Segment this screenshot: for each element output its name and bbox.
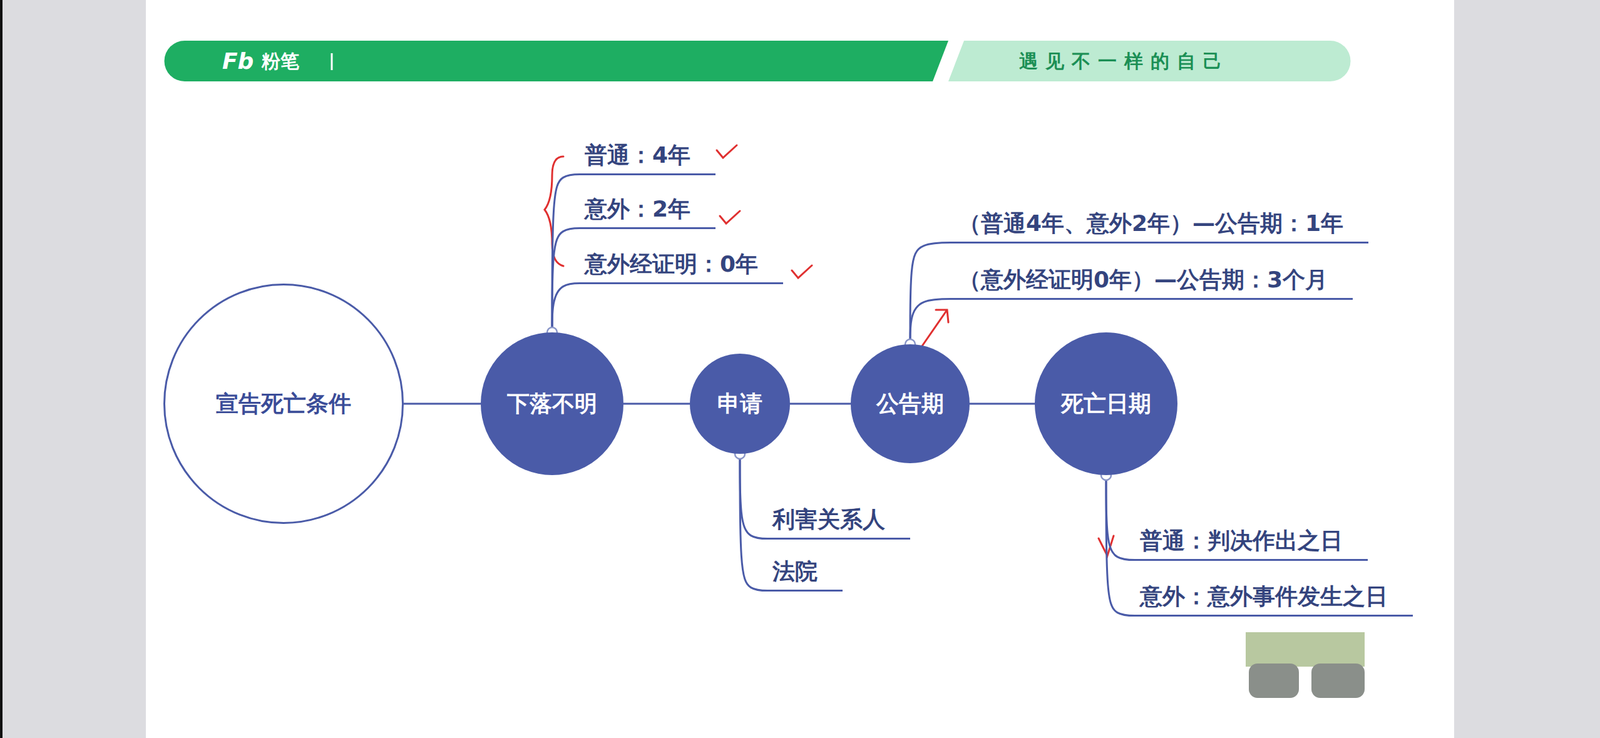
node-text: 利害关系人 xyxy=(772,506,886,533)
hand-arrow xyxy=(1098,535,1114,556)
branch-leaf: 法院 xyxy=(771,557,843,592)
node-text: 法院 xyxy=(772,558,818,585)
branch-line xyxy=(552,174,584,333)
branch-circle: 公告期 xyxy=(850,344,970,464)
figure-shoe xyxy=(1311,663,1365,698)
figure-shoe xyxy=(1248,663,1299,698)
branch-leaf: 意外：2年 xyxy=(583,195,716,230)
branch-circle: 死亡日期 xyxy=(1034,332,1178,476)
header-bar xyxy=(164,40,949,82)
node-text: 下落不明 xyxy=(507,389,598,417)
node-text: （普通4年、意外2年）—公告期：1年 xyxy=(958,210,1344,236)
trunk-line xyxy=(789,403,851,406)
branch-leaf: （普通4年、意外2年）—公告期：1年 xyxy=(957,209,1369,244)
node-text: 死亡日期 xyxy=(1061,389,1152,417)
branch-line xyxy=(739,453,772,591)
node-text: （意外经证明0年）—公告期：3个月 xyxy=(958,266,1328,293)
slogan-text: 遇见不一样的自己 xyxy=(1019,50,1230,73)
header-band xyxy=(948,40,1351,82)
branch-leaf: 利害关系人 xyxy=(771,505,911,540)
handwritten-marks xyxy=(544,145,1114,556)
node-text: 宣告死亡条件 xyxy=(215,389,352,417)
header-divider xyxy=(331,53,334,71)
cartoon-figure xyxy=(1245,632,1365,698)
branch-leaf: （意外经证明0年）—公告期：3个月 xyxy=(957,266,1353,300)
branch-line xyxy=(552,283,584,333)
node-text: 公告期 xyxy=(876,389,944,417)
node-text: 普通：4年 xyxy=(584,142,691,168)
branch-line xyxy=(910,299,958,345)
branch-line xyxy=(1106,475,1139,561)
branch-leaf: 意外：意外事件发生之日 xyxy=(1138,582,1413,617)
node-text: 意外：2年 xyxy=(584,195,691,222)
trunk-line xyxy=(403,403,481,406)
check-mark xyxy=(719,210,740,224)
check-mark xyxy=(716,145,737,158)
branch-leaf: 普通：4年 xyxy=(583,141,716,176)
window-edge xyxy=(0,0,3,738)
branch-circle: 下落不明 xyxy=(480,332,624,476)
figure-legs xyxy=(1245,632,1365,667)
branch-line xyxy=(1106,475,1139,616)
hand-arrow xyxy=(918,309,949,351)
hand-brace xyxy=(544,156,564,267)
branch-line xyxy=(910,242,958,345)
node-text: 普通：判决作出之日 xyxy=(1139,527,1343,554)
node-text: 申请 xyxy=(717,389,763,417)
node-text: 意外经证明：0年 xyxy=(584,251,759,277)
logo-text: 粉笔 xyxy=(261,50,300,73)
check-mark xyxy=(791,265,812,278)
trunk-line xyxy=(623,403,690,406)
branch-leaf: 普通：判决作出之日 xyxy=(1138,527,1368,561)
branch-circle: 申请 xyxy=(689,353,790,454)
node-text: 意外：意外事件发生之日 xyxy=(1139,583,1388,610)
trunk-line xyxy=(969,403,1035,406)
topic-circle: 宣告死亡条件 xyxy=(163,283,404,524)
branch-leaf: 意外经证明：0年 xyxy=(583,250,784,285)
branch-line xyxy=(552,228,584,333)
branch-line xyxy=(739,453,772,539)
logo-mark: Fb xyxy=(222,48,254,74)
